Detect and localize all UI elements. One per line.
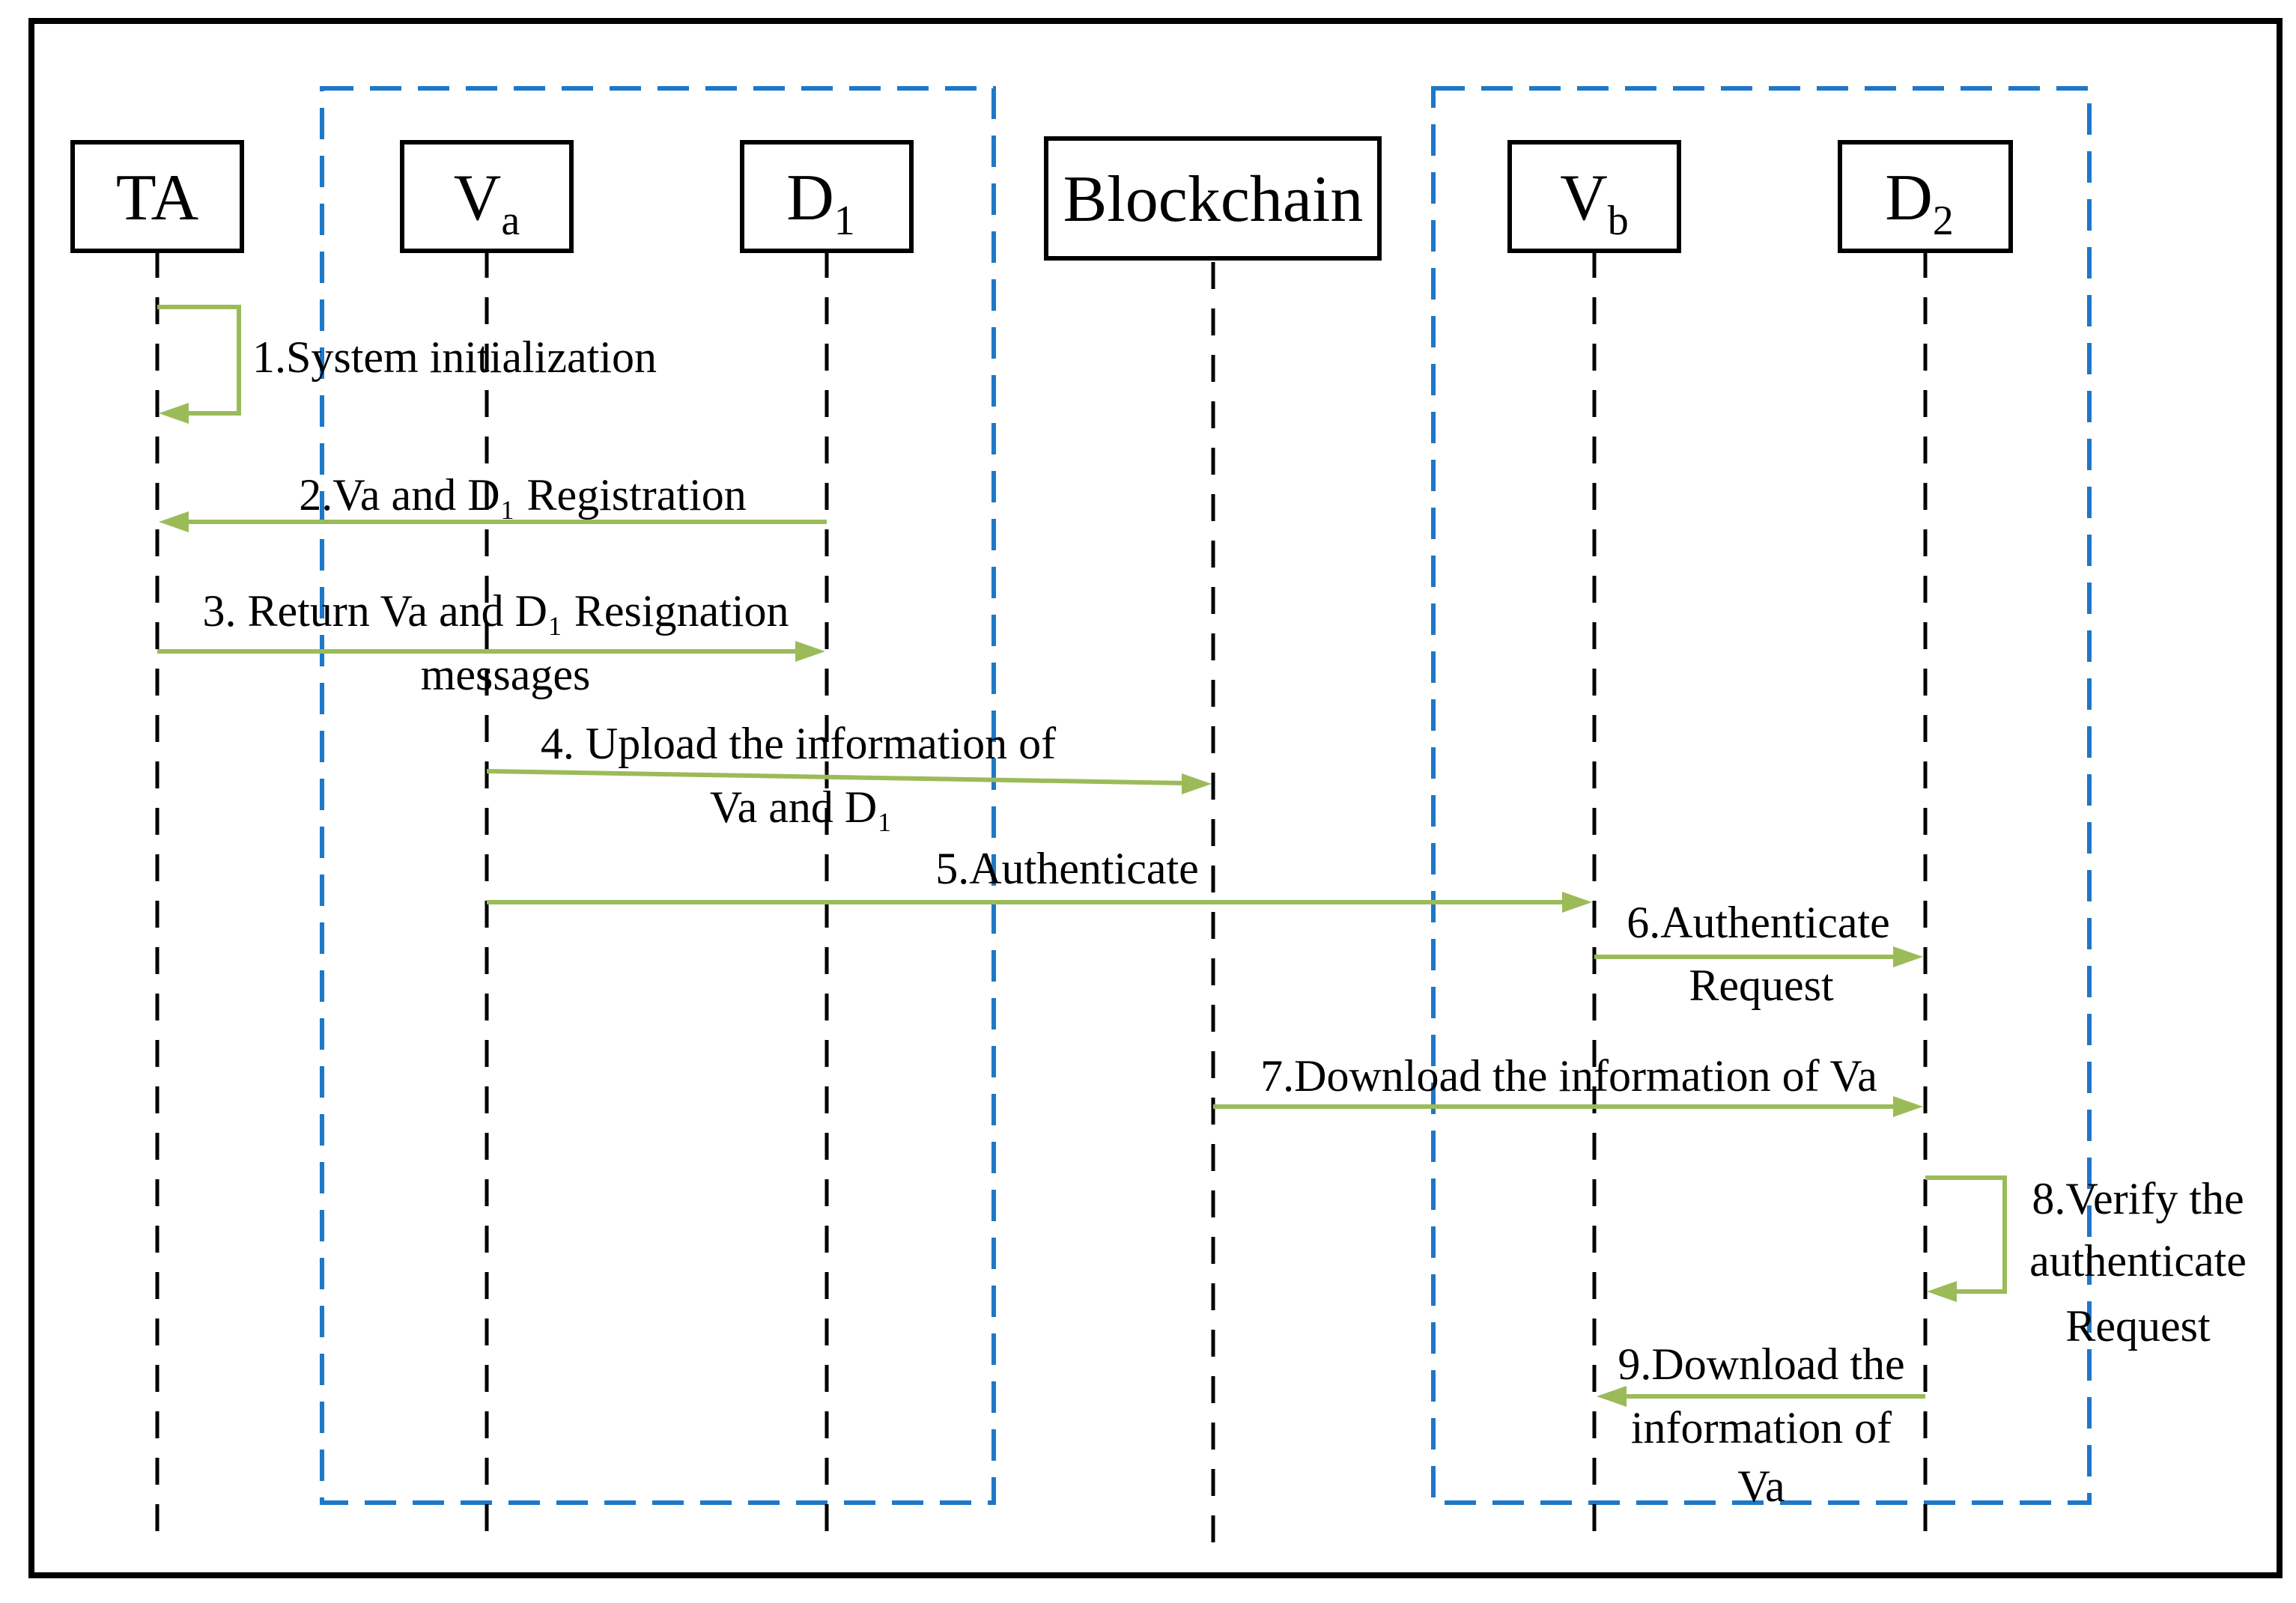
actor-ta-box	[70, 140, 244, 253]
actor-vb-label-main: V	[1560, 162, 1608, 234]
message-5: 5.Authenticate	[487, 844, 1592, 913]
actor-blockchain-label-main: Blockchain	[1063, 163, 1364, 236]
message-4: 4. Upload the information of Va and D₁	[486, 719, 1212, 832]
actor-d1-label-sub: 1	[834, 198, 855, 244]
actor-d2: D2	[1838, 140, 2013, 253]
message-3-label-line-2: messages	[421, 650, 591, 699]
actor-d1: D1	[740, 140, 914, 253]
message-4-label-line-1: 4. Upload the information of	[541, 719, 1056, 768]
actor-vb: Vb	[1507, 140, 1681, 253]
message-6-arrowhead	[1893, 946, 1923, 967]
actor-d2-box	[1838, 140, 2013, 253]
message-7: 7.Download the information of Va	[1213, 1051, 1923, 1117]
actor-d2-label: D2	[1885, 162, 1954, 244]
actor-vb-box	[1507, 140, 1681, 253]
message-8-label-line-1: 8.Verify the	[2032, 1174, 2244, 1223]
message-3-arrowhead	[795, 641, 825, 662]
diagram-border	[28, 18, 2283, 1578]
message-3: 3. Return Va and D₁ Resignation messages	[157, 586, 825, 699]
group-box-va-d1	[320, 86, 996, 1505]
message-7-arrowhead	[1893, 1096, 1923, 1117]
message-8-arrow	[1925, 1175, 2007, 1294]
message-8: 8.Verify the authenticate Request	[1925, 1174, 2247, 1351]
actor-vb-label: Vb	[1560, 162, 1629, 244]
actor-d2-label-sub: 2	[1933, 198, 1954, 244]
message-8-label-line-2: authenticate	[2029, 1236, 2247, 1286]
actor-va-label: Va	[454, 162, 520, 244]
message-1-label-line-1: 1.System initialization	[252, 332, 657, 382]
message-8-label-line-3: Request	[2065, 1301, 2211, 1351]
message-9-label-line-2: information of	[1631, 1403, 1892, 1453]
actor-ta-label: TA	[116, 162, 198, 234]
message-9-label-line-3: Va	[1737, 1461, 1785, 1511]
message-2: 2.Va and D₁ Registration	[159, 470, 827, 532]
actor-d1-label-main: D	[786, 162, 834, 234]
message-4-arrowhead	[1182, 773, 1212, 794]
message-4-label-line-2: Va and D₁	[710, 782, 893, 832]
message-1-arrow	[157, 305, 241, 416]
actor-vb-label-sub: b	[1608, 198, 1629, 244]
message-6-label-line-1: 6.Authenticate	[1627, 898, 1890, 947]
message-5-label-line-1: 5.Authenticate	[935, 844, 1199, 893]
actor-blockchain-box	[1044, 136, 1382, 261]
actor-va-box	[400, 140, 574, 253]
actor-blockchain: Blockchain	[1044, 136, 1382, 261]
message-9: 9.Download the information of Va	[1597, 1339, 1925, 1511]
message-9-label-line-1: 9.Download the	[1618, 1339, 1904, 1389]
actor-d1-box	[740, 140, 914, 253]
actor-d1-label: D1	[786, 162, 855, 244]
message-9-arrowhead	[1597, 1386, 1627, 1407]
actor-va-label-main: V	[454, 162, 502, 234]
message-5-arrowhead	[1562, 892, 1592, 913]
actor-va: Va	[400, 140, 574, 253]
message-1-arrowhead	[159, 403, 189, 424]
actor-ta: TA	[70, 140, 244, 253]
message-1: 1.System initialization	[157, 305, 657, 424]
message-6-label-line-2: Request	[1689, 961, 1834, 1010]
actor-va-label-sub: a	[501, 198, 520, 244]
message-6: 6.Authenticate Request	[1594, 898, 1923, 1010]
group-box-vb-d2	[1431, 86, 2092, 1505]
message-4-arrow	[486, 769, 1187, 785]
actor-ta-label-main: TA	[116, 162, 198, 234]
message-2-label-line-1: 2.Va and D₁ Registration	[299, 470, 746, 520]
message-3-label-line-1: 3. Return Va and D₁ Resignation	[202, 586, 789, 636]
message-7-label-line-1: 7.Download the information of Va	[1260, 1051, 1877, 1101]
actor-d2-label-main: D	[1885, 162, 1933, 234]
message-2-arrowhead	[159, 511, 189, 532]
message-8-arrowhead	[1927, 1281, 1957, 1302]
actor-blockchain-label: Blockchain	[1063, 163, 1364, 236]
